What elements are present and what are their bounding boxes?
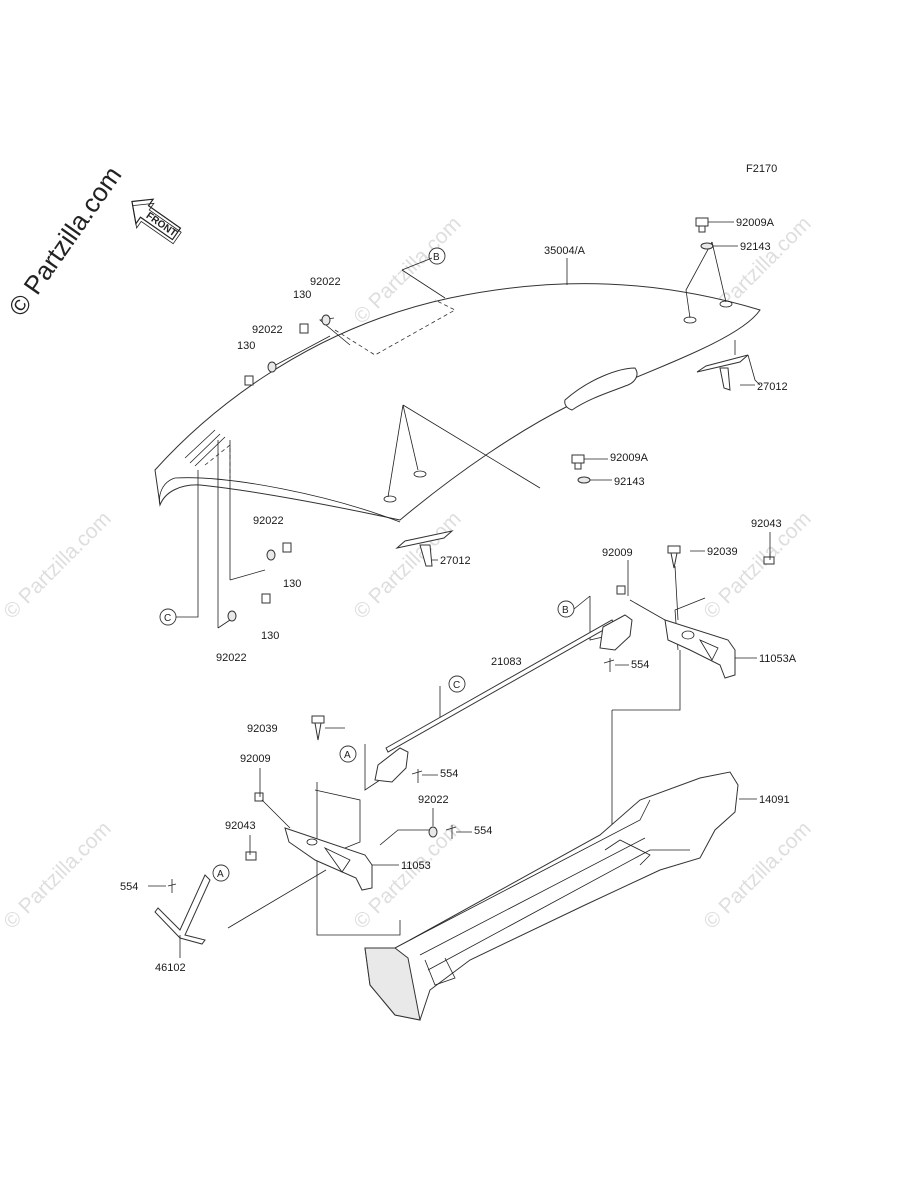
label-92039-left: 92039: [247, 723, 278, 735]
label-130-1: 130: [293, 289, 311, 301]
label-27012-top: 27012: [757, 381, 788, 393]
callout-c-mid: C: [448, 675, 466, 693]
bracket-27012-top: [696, 340, 761, 391]
label-92009-right: 92009: [602, 547, 633, 559]
label-92009-left: 92009: [240, 753, 271, 765]
svg-text:A: A: [217, 869, 224, 880]
callout-b-mid: B: [557, 600, 575, 618]
part-labels: 35004/A 92009A 92143 27012 92009A 92143 …: [120, 217, 797, 974]
watermark-6: © Partzilla.com: [0, 817, 116, 933]
callout-a-left: A: [212, 864, 230, 882]
label-35004a: 35004/A: [544, 245, 586, 257]
svg-text:C: C: [164, 613, 171, 624]
label-130-2: 130: [237, 340, 255, 352]
label-554-prop: 554: [120, 881, 138, 893]
pins-554: [167, 658, 615, 893]
label-92043-right: 92043: [751, 518, 782, 530]
label-554-right: 554: [631, 659, 649, 671]
hardware-top: [227, 217, 775, 861]
label-11053: 11053: [401, 860, 431, 872]
prop-rod-46102: [154, 874, 211, 958]
label-92022-left: 92022: [418, 794, 449, 806]
support-11053a: [629, 565, 736, 679]
label-92022-3: 92022: [253, 515, 284, 527]
label-leaders: [148, 221, 771, 887]
bracket-27012-mid: [395, 530, 454, 567]
svg-text:A: A: [344, 750, 351, 761]
roof-panel: [154, 283, 761, 523]
watermark-3: © Partzilla.com: [0, 507, 116, 623]
label-92009a-top: 92009A: [736, 217, 775, 229]
label-11053a: 11053A: [759, 653, 797, 665]
label-92039-right: 92039: [707, 546, 738, 558]
label-130-3: 130: [283, 578, 301, 590]
brand-watermark: © Partzilla.com: [2, 161, 127, 322]
leader-lines: [176, 241, 727, 936]
callout-c-left: C: [159, 608, 177, 626]
label-14091: 14091: [759, 794, 790, 806]
svg-text:B: B: [562, 605, 569, 616]
label-130-4: 130: [261, 630, 279, 642]
watermark-8: © Partzilla.com: [699, 817, 815, 933]
label-92009a-mid: 92009A: [610, 452, 649, 464]
callout-a-mid: A: [339, 745, 357, 763]
front-arrow-icon: FRONT: [131, 198, 182, 245]
support-11053: [261, 799, 373, 891]
label-554-left: 554: [474, 825, 492, 837]
label-92022-4: 92022: [216, 652, 247, 664]
label-27012-mid: 27012: [440, 555, 471, 567]
tray-14091: [364, 771, 739, 1021]
label-554-mid: 554: [440, 768, 458, 780]
label-46102: 46102: [155, 962, 186, 974]
svg-text:B: B: [433, 252, 440, 263]
label-92043-left: 92043: [225, 820, 256, 832]
label-21083: 21083: [491, 656, 522, 668]
label-92022-2: 92022: [252, 324, 283, 336]
figure-code: F2170: [746, 163, 777, 175]
rod-21083: [374, 614, 633, 783]
label-92143-mid: 92143: [614, 476, 645, 488]
label-92143-top: 92143: [740, 241, 771, 253]
label-92022-1: 92022: [310, 276, 341, 288]
callout-b-top: B: [428, 247, 446, 265]
svg-text:C: C: [453, 680, 460, 691]
